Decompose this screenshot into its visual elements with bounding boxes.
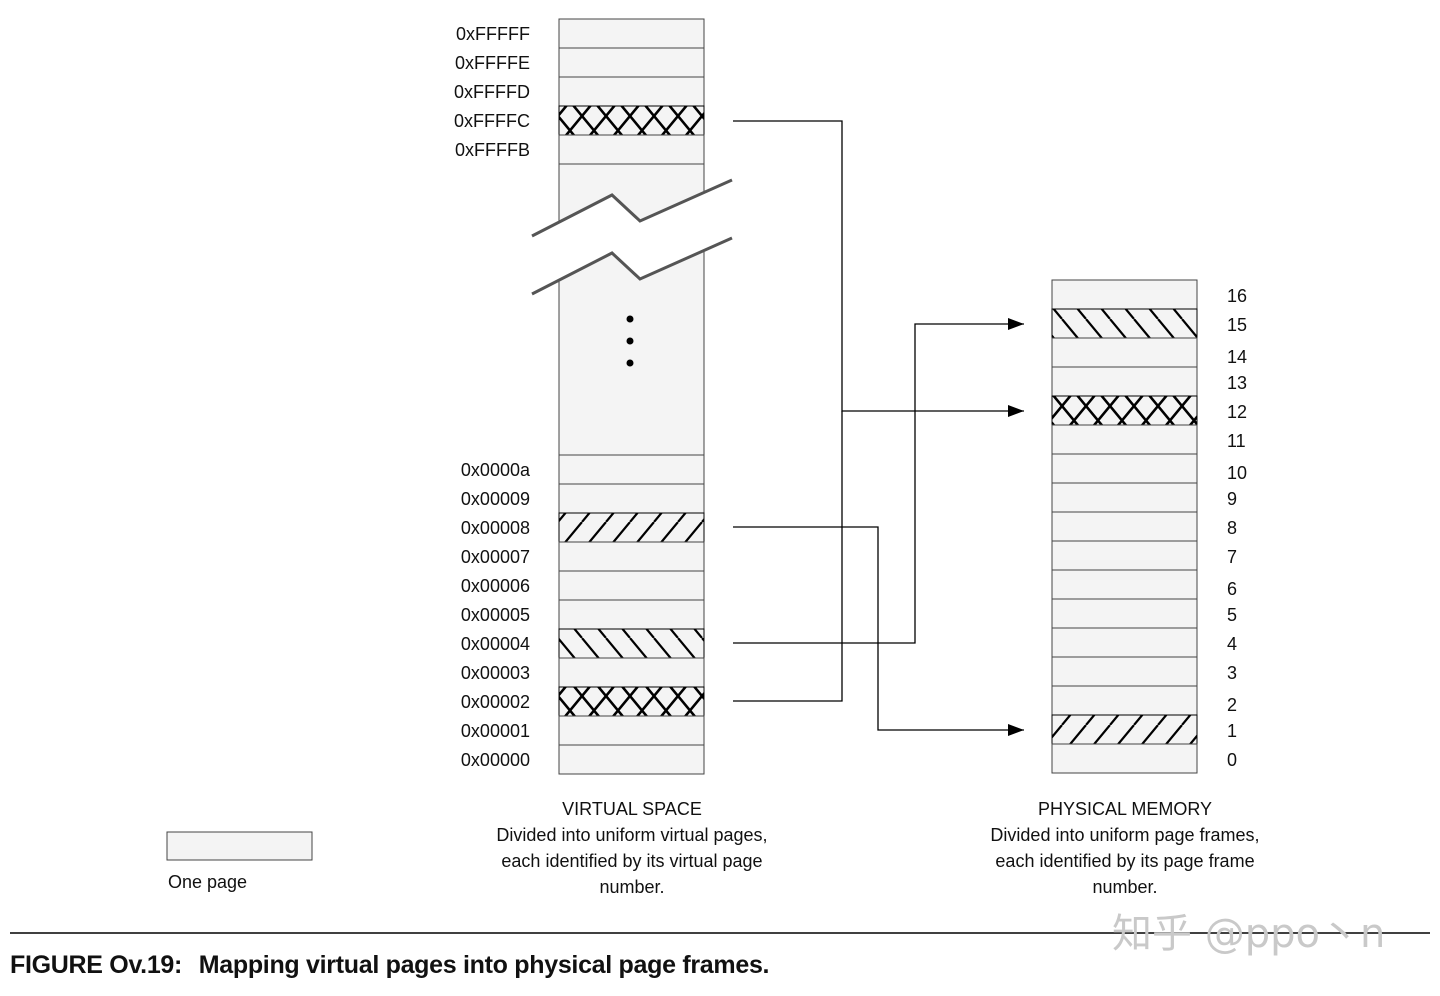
frame-number-label: 14 [1227, 347, 1247, 367]
physical-memory-caption: PHYSICAL MEMORY Divided into uniform pag… [990, 799, 1259, 897]
legend: One page [166, 831, 313, 892]
frame-number-label: 3 [1227, 663, 1237, 683]
page-frame [1051, 424, 1198, 455]
page-frame [1051, 540, 1198, 571]
virtual-space-desc: number. [599, 877, 664, 897]
frame-number-label: 9 [1227, 489, 1237, 509]
virtual-page [558, 76, 705, 107]
page-hatch-forward [1051, 714, 1198, 745]
legend-label: One page [168, 872, 247, 892]
page-hatch-cross [558, 686, 705, 717]
virtual-address-label: 0xFFFFE [455, 53, 530, 73]
virtual-address-label: 0x0000a [461, 460, 531, 480]
frame-number-labels: 16 15 14 13 12 11 10 9 8 7 6 5 4 3 2 1 0 [1227, 286, 1247, 770]
page-frame [1051, 685, 1198, 716]
physical-memory-desc: Divided into uniform page frames, [990, 825, 1259, 845]
physical-memory-desc: each identified by its page frame [995, 851, 1254, 871]
frame-number-label: 6 [1227, 579, 1237, 599]
frame-number-label: 5 [1227, 605, 1237, 625]
virtual-page [558, 47, 705, 78]
frame-number-label: 7 [1227, 547, 1237, 567]
virtual-address-label: 0x00000 [461, 750, 530, 770]
frame-number-label: 16 [1227, 286, 1247, 306]
figure-text: Mapping virtual pages into physical page… [199, 951, 769, 979]
virtual-address-label: 0x00009 [461, 489, 530, 509]
page-frame [1051, 453, 1198, 484]
virtual-page [558, 657, 705, 688]
virtual-address-label: 0x00003 [461, 663, 530, 683]
physical-memory-desc: number. [1092, 877, 1157, 897]
page-frame [1051, 279, 1198, 310]
physical-memory-column [1051, 279, 1198, 774]
mapping-arrow-00004-to-15 [733, 318, 1024, 644]
virtual-address-label: 0x00007 [461, 547, 530, 567]
virtual-space-desc: each identified by its virtual page [501, 851, 762, 871]
mapping-arrow-00002-to-12 [733, 411, 843, 702]
virtual-page [558, 541, 705, 572]
axis-break-line [531, 236, 733, 296]
ellipsis-dot [626, 315, 634, 323]
page-frame [1051, 366, 1198, 397]
ellipsis-dot [626, 337, 634, 345]
virtual-address-label: 0x00004 [461, 634, 530, 654]
mapping-arrow-ffffc-to-12 [733, 120, 1024, 417]
page-hatch-cross [1051, 395, 1198, 426]
frame-number-label: 12 [1227, 402, 1247, 422]
axis-break-line [531, 178, 733, 238]
virtual-page [558, 715, 705, 746]
page-frame [1051, 656, 1198, 687]
virtual-address-label: 0x00005 [461, 605, 530, 625]
virtual-address-label: 0xFFFFB [455, 140, 530, 160]
virtual-page [558, 18, 705, 49]
watermark: 知乎 @ppo丶n [1112, 911, 1385, 957]
page-hatch-back [1051, 308, 1198, 339]
frame-number-label: 0 [1227, 750, 1237, 770]
page-frame [1051, 337, 1198, 368]
page-frame [1051, 743, 1198, 774]
virtual-address-labels: 0xFFFFF 0xFFFFE 0xFFFFD 0xFFFFC 0xFFFFB … [454, 24, 531, 770]
figure-caption: FIGURE Ov.19: Mapping virtual pages into… [10, 951, 769, 979]
frame-number-label: 1 [1227, 721, 1237, 741]
virtual-address-label: 0x00001 [461, 721, 530, 741]
page-frame [1051, 627, 1198, 658]
virtual-page [558, 454, 705, 485]
axis-break-band [532, 180, 732, 294]
virtual-address-label: 0xFFFFF [456, 24, 530, 44]
frame-number-label: 13 [1227, 373, 1247, 393]
frame-number-label: 10 [1227, 463, 1247, 483]
virtual-page [558, 134, 705, 165]
frame-number-label: 2 [1227, 695, 1237, 715]
figure-label: FIGURE Ov.19: [10, 951, 182, 979]
page-frame [1051, 569, 1198, 600]
virtual-address-label: 0x00006 [461, 576, 530, 596]
virtual-address-label: 0xFFFFD [454, 82, 530, 102]
virtual-space-column [531, 18, 733, 775]
page-hatch-cross [558, 105, 705, 136]
page-frame [1051, 598, 1198, 629]
virtual-page [558, 744, 705, 775]
frame-number-label: 8 [1227, 518, 1237, 538]
virtual-space-title: VIRTUAL SPACE [562, 799, 702, 819]
virtual-page [558, 570, 705, 601]
virtual-address-label: 0x00008 [461, 518, 530, 538]
page-hatch-back [558, 628, 705, 659]
legend-page-swatch [166, 831, 313, 861]
ellipsis-dot [626, 359, 634, 367]
virtual-address-label: 0xFFFFC [454, 111, 530, 131]
physical-memory-title: PHYSICAL MEMORY [1038, 799, 1212, 819]
virtual-page [558, 483, 705, 514]
frame-number-label: 15 [1227, 315, 1247, 335]
virtual-space-caption: VIRTUAL SPACE Divided into uniform virtu… [496, 799, 767, 897]
mapping-arrows [733, 120, 1024, 736]
page-hatch-forward [558, 512, 705, 543]
virtual-space-desc: Divided into uniform virtual pages, [496, 825, 767, 845]
frame-number-label: 4 [1227, 634, 1237, 654]
page-frame [1051, 482, 1198, 513]
virtual-address-label: 0x00002 [461, 692, 530, 712]
page-frame [1051, 511, 1198, 542]
virtual-page [558, 599, 705, 630]
frame-number-label: 11 [1227, 431, 1246, 451]
mapping-arrow-00008-to-1 [733, 526, 1024, 736]
